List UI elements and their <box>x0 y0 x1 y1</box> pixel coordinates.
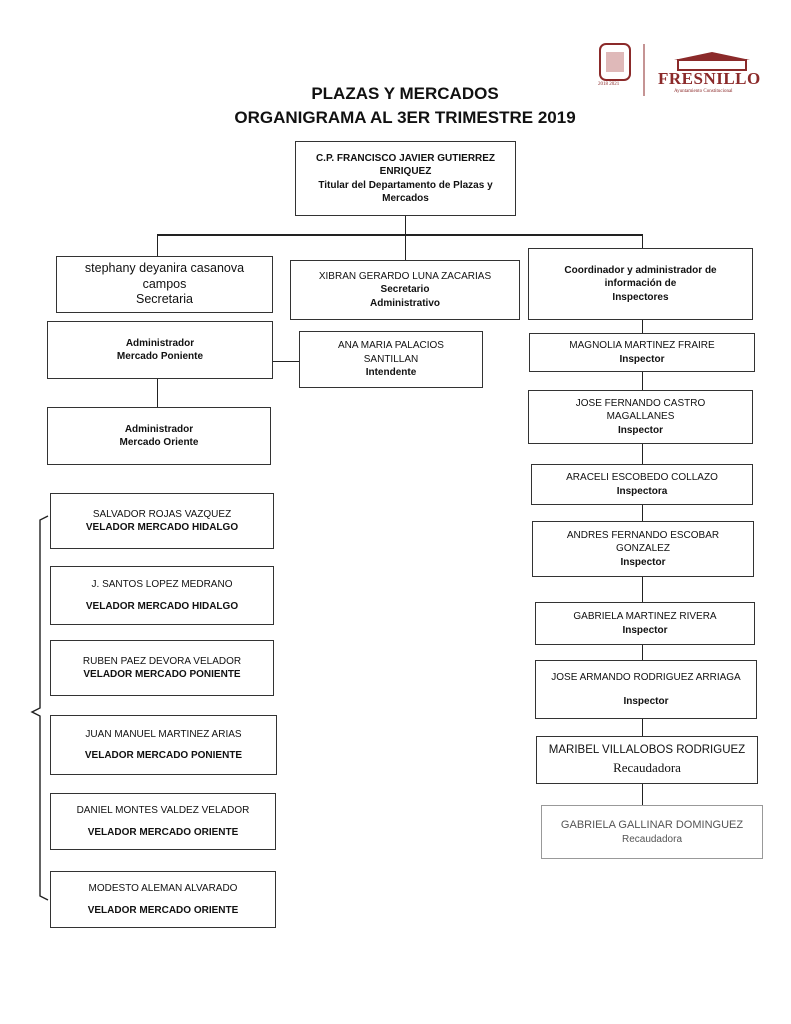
org-node-intendente: ANA MARIA PALACIOS SANTILLAN Intendente <box>299 331 483 388</box>
inspector-name: GABRIELA MARTINEZ RIVERA <box>573 611 717 622</box>
velador-role: VELADOR MERCADO HIDALGO <box>85 600 239 612</box>
municipal-seal-icon <box>599 43 750 96</box>
fresnillo-logo-subtext: Ayuntamiento Constitucional <box>674 89 733 94</box>
coordinador-line2: información de <box>604 278 677 290</box>
connector-line <box>642 645 643 660</box>
org-node-velador: J. SANTOS LOPEZ MEDRANO VELADOR MERCADO … <box>50 566 274 625</box>
connector-line <box>405 234 406 260</box>
inspector-name: JOSE ARMANDO RODRIGUEZ ARRIAGA <box>551 672 741 683</box>
intendente-role: Intendente <box>365 367 417 379</box>
connector-line <box>642 719 643 736</box>
inspector-role: Inspector <box>622 624 668 636</box>
connector-line <box>157 234 158 256</box>
adm-poniente-line1: Administrador <box>125 337 195 349</box>
inspector-role: Inspector <box>623 695 669 707</box>
org-node-velador: DANIEL MONTES VALDEZ VELADOR VELADOR MER… <box>50 793 276 850</box>
velador-name: MODESTO ALEMAN ALVARADO <box>88 883 238 894</box>
org-node-inspector: MAGNOLIA MARTINEZ FRAIRE Inspector <box>529 333 755 372</box>
org-node-inspector: ANDRES FERNANDO ESCOBAR GONZALEZ Inspect… <box>532 521 754 577</box>
connector-line <box>405 215 406 235</box>
org-node-velador: RUBEN PAEZ DEVORA VELADOR VELADOR MERCAD… <box>50 640 274 696</box>
org-node-recaudadora: MARIBEL VILLALOBOS RODRIGUEZ Recaudadora <box>536 736 758 784</box>
secretario-role-line2: Administrativo <box>369 297 440 309</box>
head-role-line2: Mercados <box>382 193 429 204</box>
adm-oriente-line1: Administrador <box>124 423 194 435</box>
connector-line <box>642 320 643 333</box>
secretaria-name-line2: campos <box>142 276 187 291</box>
intendente-name-line1: ANA MARIA PALACIOS <box>338 340 444 352</box>
intendente-name-line2: SANTILLAN <box>363 353 419 365</box>
recaudadora-role: Recaudadora <box>613 759 681 775</box>
velador-role: VELADOR MERCADO PONIENTE <box>84 750 243 761</box>
velador-name: DANIEL MONTES VALDEZ VELADOR <box>76 805 250 816</box>
coordinador-line1: Coordinador y administrador de <box>564 264 717 276</box>
connector-line <box>642 234 643 248</box>
page-subtitle: ORGANIGRAMA AL 3ER TRIMESTRE 2019 <box>234 108 576 127</box>
inspector-role: Inspectora <box>616 485 668 497</box>
org-node-velador: SALVADOR ROJAS VAZQUEZ VELADOR MERCADO H… <box>50 493 274 549</box>
secretaria-role: Secretaria <box>136 292 193 307</box>
secretaria-name-line1: stephany deyanira casanova <box>84 261 245 276</box>
connector-line <box>273 361 300 362</box>
velador-role: VELADOR MERCADO ORIENTE <box>87 904 239 916</box>
recaudadora-name: MARIBEL VILLALOBOS RODRIGUEZ <box>548 744 746 757</box>
connector-line <box>642 784 643 805</box>
inspector-name: ARACELI ESCOBEDO COLLAZO <box>566 472 718 483</box>
page-title: PLAZAS Y MERCADOS <box>311 84 499 103</box>
adm-oriente-line2: Mercado Oriente <box>119 437 199 448</box>
velador-name: RUBEN PAEZ DEVORA VELADOR <box>82 655 242 667</box>
velador-role: VELADOR MERCADO HIDALGO <box>85 522 239 533</box>
head-role-line1: Titular del Departamento de Plazas y <box>318 179 493 191</box>
recaudadora-role: Recaudadora <box>621 833 683 845</box>
connector-line <box>157 379 158 407</box>
connector-line <box>642 505 643 521</box>
org-node-inspector: GABRIELA MARTINEZ RIVERA Inspector <box>535 602 755 645</box>
secretario-role-line1: Secretario <box>380 284 430 296</box>
inspector-name-line1: ANDRES FERNANDO ESCOBAR <box>566 529 720 541</box>
inspector-name-line1: JOSE FERNANDO CASTRO <box>575 397 706 409</box>
header-logos: 2018 2021 FRESNILLO Ayuntamiento Constit… <box>592 40 762 105</box>
org-node-head: C.P. FRANCISCO JAVIER GUTIERREZ ENRIQUEZ… <box>295 141 516 216</box>
inspector-role: Inspector <box>620 556 666 568</box>
coordinador-line3: Inspectores <box>612 291 669 303</box>
org-node-secretaria: stephany deyanira casanova campos Secret… <box>56 256 273 313</box>
connector-line <box>642 577 643 602</box>
recaudadora-name: GABRIELA GALLINAR DOMINGUEZ <box>560 818 744 831</box>
fresnillo-logo-text: FRESNILLO <box>658 69 761 88</box>
velador-name: JUAN MANUEL MARTINEZ ARIAS <box>85 728 242 740</box>
inspector-name: MAGNOLIA MARTINEZ FRAIRE <box>569 340 715 351</box>
org-node-adm-poniente: Administrador Mercado Poniente <box>47 321 273 379</box>
inspector-role: Inspector <box>619 353 665 365</box>
inspector-name-line2: GONZALEZ <box>616 543 670 555</box>
org-node-recaudadora: GABRIELA GALLINAR DOMINGUEZ Recaudadora <box>541 805 763 859</box>
connector-line <box>642 372 643 390</box>
veladores-bracket-icon <box>30 515 49 901</box>
org-node-inspector: ARACELI ESCOBEDO COLLAZO Inspectora <box>531 464 753 505</box>
velador-name: J. SANTOS LOPEZ MEDRANO <box>91 579 233 590</box>
org-node-adm-oriente: Administrador Mercado Oriente <box>47 407 271 465</box>
head-name-line2: ENRIQUEZ <box>379 166 432 177</box>
org-node-inspector: JOSE ARMANDO RODRIGUEZ ARRIAGA Inspector <box>535 660 757 719</box>
org-node-velador: JUAN MANUEL MARTINEZ ARIAS VELADOR MERCA… <box>50 715 277 775</box>
velador-name: SALVADOR ROJAS VAZQUEZ <box>92 508 232 520</box>
inspector-name-line2: MAGALLANES <box>606 411 675 423</box>
secretario-name: XIBRAN GERARDO LUNA ZACARIAS <box>318 270 492 282</box>
velador-role: VELADOR MERCADO PONIENTE <box>83 669 241 680</box>
org-node-velador: MODESTO ALEMAN ALVARADO VELADOR MERCADO … <box>50 871 276 928</box>
org-node-inspector: JOSE FERNANDO CASTRO MAGALLANES Inspecto… <box>528 390 753 444</box>
logo-left-year: 2018 2021 <box>598 82 620 87</box>
inspector-role: Inspector <box>617 424 663 436</box>
connector-line <box>157 234 643 236</box>
head-name-line1: C.P. FRANCISCO JAVIER GUTIERREZ <box>315 152 496 164</box>
velador-role: VELADOR MERCADO ORIENTE <box>87 826 239 838</box>
org-node-coordinador: Coordinador y administrador de informaci… <box>528 248 753 320</box>
org-node-secretario: XIBRAN GERARDO LUNA ZACARIAS Secretario … <box>290 260 520 320</box>
adm-poniente-line2: Mercado Poniente <box>116 351 204 362</box>
connector-line <box>642 444 643 464</box>
